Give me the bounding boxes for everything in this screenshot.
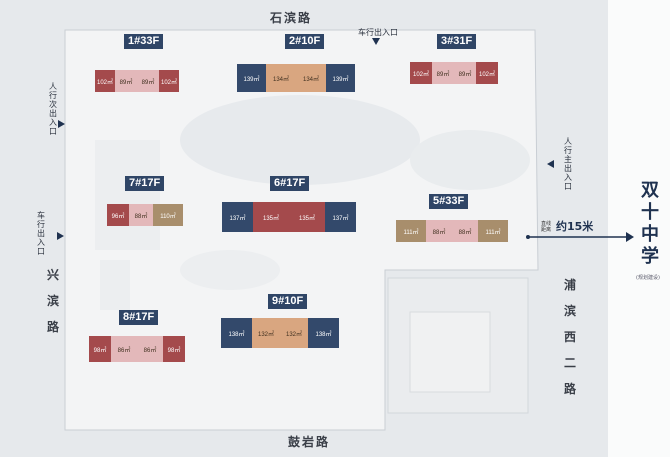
unit-area: 134㎡ [296, 64, 326, 92]
unit-area: 88㎡ [452, 220, 478, 242]
unit-area: 96㎡ [107, 204, 129, 226]
building-label: 5#33F [429, 194, 469, 209]
road-south-label: 鼓岩路 [288, 435, 331, 449]
building-label: 7#17F [125, 176, 165, 191]
unit-area: 89㎡ [137, 70, 159, 92]
distance-prefix: 直线距离 [541, 221, 552, 233]
unit-area: 89㎡ [454, 62, 476, 84]
distance-label: 约15米 [556, 220, 594, 233]
vehicle-entrance-west-marker [57, 232, 64, 240]
pedestrian-secondary-entrance-label: 人行次出入口 [49, 82, 57, 136]
unit-area: 138㎡ [221, 318, 252, 348]
vehicle-entrance-north-label: 车行出入口 [358, 28, 398, 37]
building-label: 3#31F [437, 34, 477, 49]
building-label: 1#33F [124, 34, 164, 49]
school-subtitle: (规划建设) [636, 275, 660, 281]
unit-area: 102㎡ [95, 70, 115, 92]
vehicle-entrance-west-label: 车行出入口 [37, 211, 45, 256]
unit-area: 88㎡ [129, 204, 153, 226]
unit-area: 98㎡ [89, 336, 111, 362]
building-label: 6#17F [270, 176, 310, 191]
unit-area: 102㎡ [476, 62, 498, 84]
unit-area: 102㎡ [159, 70, 179, 92]
unit-area: 132㎡ [252, 318, 280, 348]
unit-area: 89㎡ [432, 62, 454, 84]
school-name: 双十中学 [641, 180, 659, 267]
pedestrian-main-entrance-label: 人行主出入口 [564, 137, 572, 191]
pedestrian-secondary-entrance-marker [58, 120, 65, 128]
building-label: 8#17F [119, 310, 159, 325]
road-north-label: 石滨路 [270, 11, 313, 25]
vehicle-entrance-north-marker [372, 38, 380, 45]
unit-area: 137㎡ [222, 202, 253, 232]
unit-area: 111㎡ [478, 220, 508, 242]
road-west-label: 兴滨路 [47, 268, 62, 334]
unit-area: 111㎡ [396, 220, 426, 242]
unit-area: 89㎡ [115, 70, 137, 92]
unit-area: 88㎡ [426, 220, 452, 242]
unit-area: 86㎡ [111, 336, 137, 362]
unit-area: 135㎡ [289, 202, 325, 232]
building-label: 9#10F [268, 294, 308, 309]
unit-area: 110㎡ [153, 204, 183, 226]
unit-area: 137㎡ [325, 202, 356, 232]
unit-area: 132㎡ [280, 318, 308, 348]
unit-area: 139㎡ [326, 64, 355, 92]
building-label: 2#10F [285, 34, 325, 49]
unit-area: 138㎡ [308, 318, 339, 348]
unit-area: 139㎡ [237, 64, 266, 92]
unit-area: 102㎡ [410, 62, 432, 84]
unit-area: 134㎡ [266, 64, 296, 92]
unit-area: 98㎡ [163, 336, 185, 362]
road-east-label: 浦滨西二路 [564, 278, 579, 396]
unit-area: 135㎡ [253, 202, 289, 232]
unit-area: 86㎡ [137, 336, 163, 362]
pedestrian-main-entrance-marker [547, 160, 554, 168]
